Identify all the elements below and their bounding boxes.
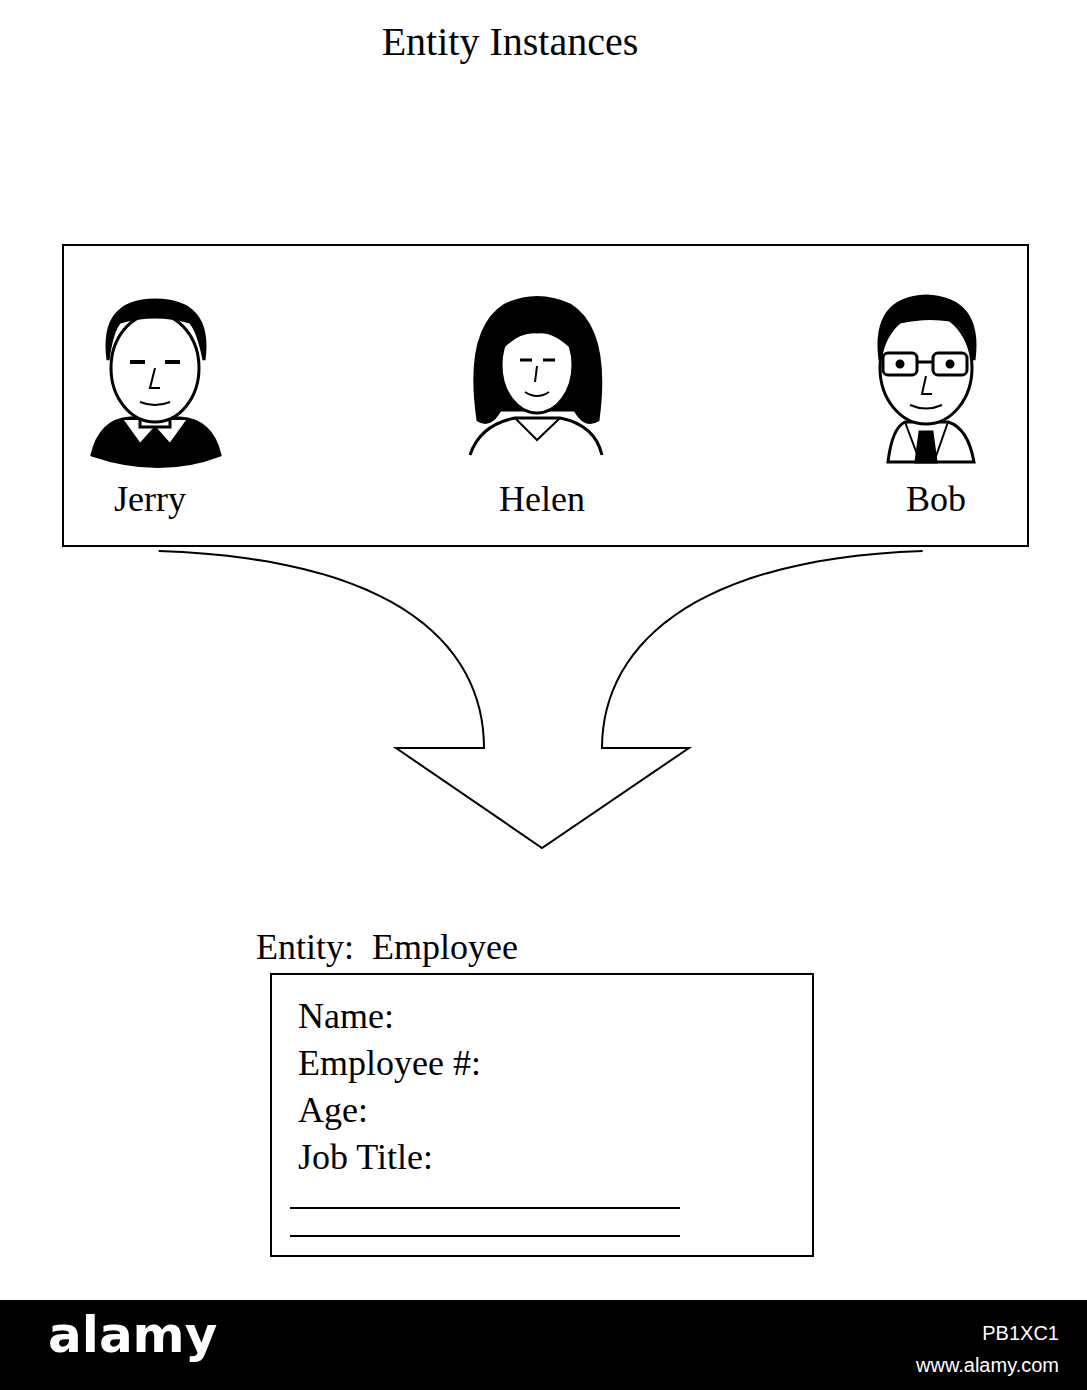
face-bob xyxy=(879,296,975,462)
attribute-label: Job Title: xyxy=(298,1134,792,1181)
attribute-label: Age: xyxy=(298,1087,792,1134)
watermark-text: alamy xyxy=(48,1306,217,1364)
entity-instances-box: Jerry Helen Bob xyxy=(62,244,1029,547)
watermark-text: www.alamy.com xyxy=(916,1354,1059,1377)
attribute-label: Name: xyxy=(298,993,792,1040)
entity-heading: Entity: Employee xyxy=(256,925,826,973)
entity-outline: Name:Employee #:Age:Job Title: xyxy=(270,973,814,1257)
merge-arrow xyxy=(159,551,923,848)
instance-name: Helen xyxy=(472,478,612,520)
instance-name: Bob xyxy=(876,478,996,520)
instance-name: Jerry xyxy=(94,478,206,520)
face-jerry xyxy=(92,300,220,467)
entity-box: Entity: EmployeeName:Employee #:Age:Job … xyxy=(256,925,826,1265)
attribute-label: Employee #: xyxy=(298,1040,792,1087)
blank-field-lines xyxy=(290,1208,680,1236)
diagram-title: Entity Instances xyxy=(0,18,1020,66)
watermark-bar xyxy=(0,1300,1087,1390)
face-helen xyxy=(470,298,602,456)
watermark-text: PB1XC1 xyxy=(982,1322,1059,1345)
